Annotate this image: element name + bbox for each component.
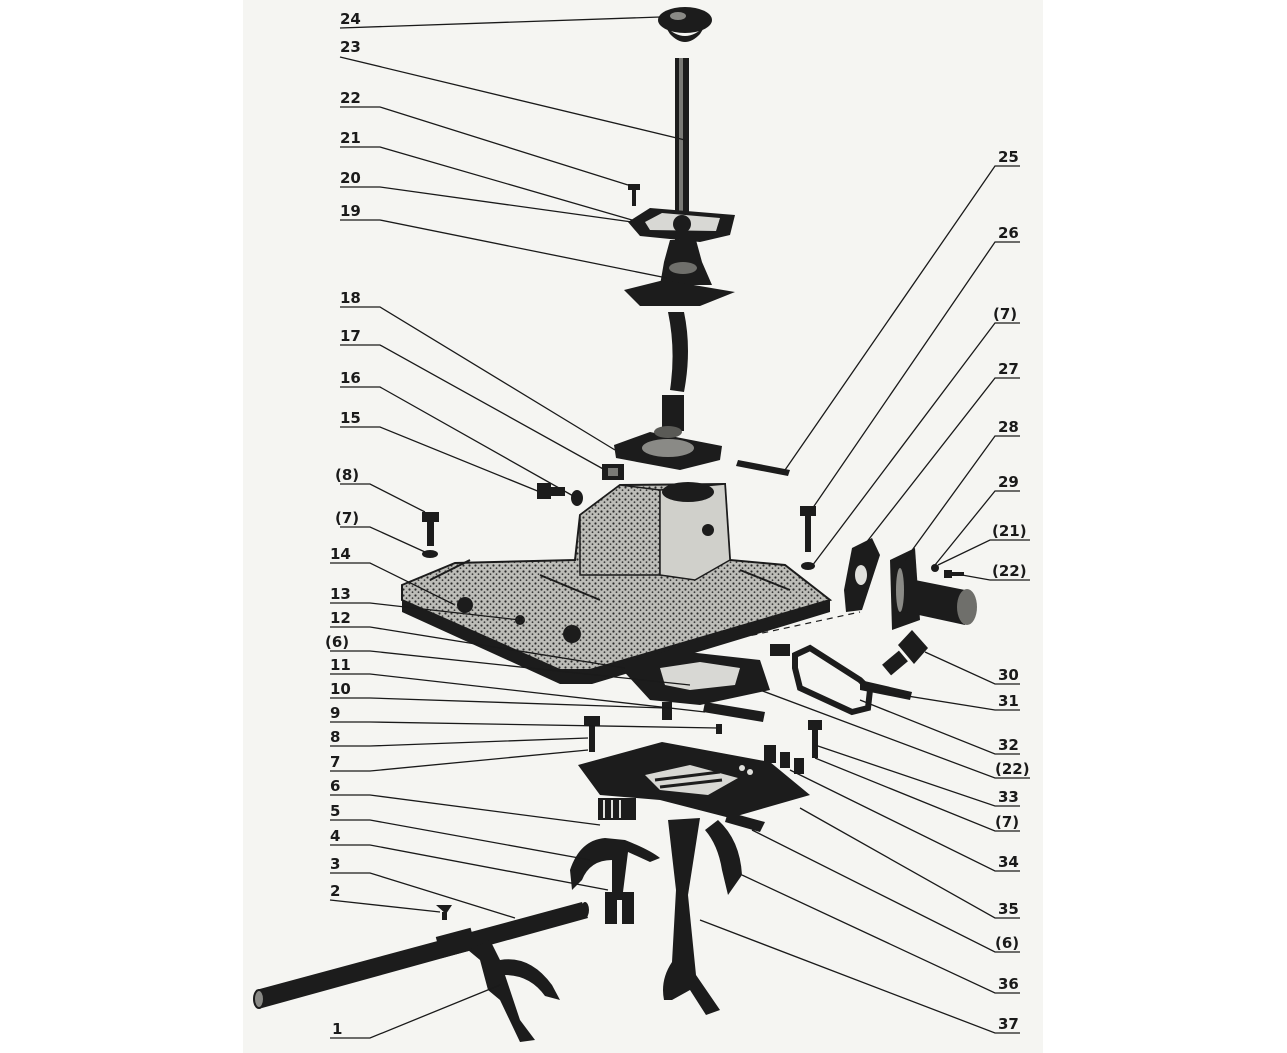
label-19: 19	[340, 202, 361, 220]
label-12: 12	[330, 609, 351, 627]
part-screw-small-10	[662, 675, 764, 720]
part-retainer-plate	[628, 208, 735, 242]
part-washer-16	[571, 490, 583, 506]
label-10: 10	[330, 680, 351, 698]
label-7: 7	[330, 753, 340, 771]
label-32: 32	[998, 736, 1019, 754]
label-20: 20	[340, 169, 361, 187]
label-24: 24	[340, 10, 361, 28]
part-fork-large	[663, 812, 765, 1015]
part-gasket-27	[844, 538, 880, 612]
label-2: 2	[330, 882, 340, 900]
part-pin-25	[736, 460, 790, 476]
label-16: 16	[340, 369, 361, 387]
label-27: 27	[998, 360, 1019, 378]
label-34: 34	[998, 853, 1019, 871]
label-14: 14	[330, 545, 351, 563]
part-washer-7-right	[801, 562, 815, 570]
part-pin-9	[716, 724, 722, 734]
label-3: 3	[330, 855, 340, 873]
part-knob	[658, 7, 712, 42]
part-ball-housing	[614, 395, 722, 470]
callout-labels: 24 23 22 21 20 19 18 17 16 15 (8) (7) 14…	[325, 10, 1030, 1038]
part-rail-ends	[598, 798, 636, 820]
label-p22-top: (22)	[992, 562, 1027, 580]
part-screw-22-right	[944, 570, 964, 578]
part-fork-small	[570, 838, 660, 924]
part-flange-28	[890, 548, 977, 630]
part-slider-bar	[703, 702, 765, 722]
label-31: 31	[998, 692, 1019, 710]
label-9: 9	[330, 704, 340, 722]
label-22: 22	[340, 89, 361, 107]
label-1: 1	[332, 1020, 342, 1038]
label-11: 11	[330, 656, 351, 674]
label-p7-right-bottom: (7)	[995, 813, 1019, 831]
label-p22-bottom: (22)	[995, 760, 1030, 778]
part-bolt-26	[800, 506, 816, 552]
part-shift-lever	[668, 58, 689, 392]
part-bolt-8-lower	[584, 716, 600, 752]
label-13: 13	[330, 585, 351, 603]
dashed-guide-line	[729, 611, 861, 641]
label-4: 4	[330, 827, 340, 845]
label-15: 15	[340, 409, 361, 427]
label-21: 21	[340, 129, 361, 147]
part-washer-7-left	[422, 550, 438, 558]
part-screw-22	[628, 184, 640, 206]
label-36: 36	[998, 975, 1019, 993]
part-boot	[624, 240, 735, 306]
leader-lines	[329, 16, 1030, 1039]
part-bolt-7-lower	[808, 720, 822, 758]
part-gasket-plate	[618, 650, 770, 705]
part-cover-housing	[401, 482, 833, 684]
label-28: 28	[998, 418, 1019, 436]
label-30: 30	[998, 666, 1019, 684]
label-29: 29	[998, 473, 1019, 491]
part-bolt-15	[537, 483, 565, 499]
label-p8: (8)	[335, 466, 359, 484]
label-5: 5	[330, 802, 340, 820]
label-37: 37	[998, 1015, 1019, 1033]
part-switch-30	[882, 630, 928, 676]
label-35: 35	[998, 900, 1019, 918]
label-p7-right-top: (7)	[993, 305, 1017, 323]
label-33: 33	[998, 788, 1019, 806]
label-p21: (21)	[992, 522, 1027, 540]
part-screw-2	[436, 905, 452, 920]
part-nut	[602, 464, 624, 480]
label-p6-right: (6)	[995, 934, 1019, 952]
label-18: 18	[340, 289, 361, 307]
part-washer-29	[931, 564, 939, 572]
label-p7-left: (7)	[335, 509, 359, 527]
label-23: 23	[340, 38, 361, 56]
part-selector-rod	[253, 902, 589, 1042]
part-bolt-8	[422, 512, 439, 546]
label-p6-left: (6)	[325, 633, 349, 651]
label-8: 8	[330, 728, 340, 746]
part-selector-plate	[578, 742, 810, 818]
label-17: 17	[340, 327, 361, 345]
label-26: 26	[998, 224, 1019, 242]
label-6: 6	[330, 777, 340, 795]
label-25: 25	[998, 148, 1019, 166]
